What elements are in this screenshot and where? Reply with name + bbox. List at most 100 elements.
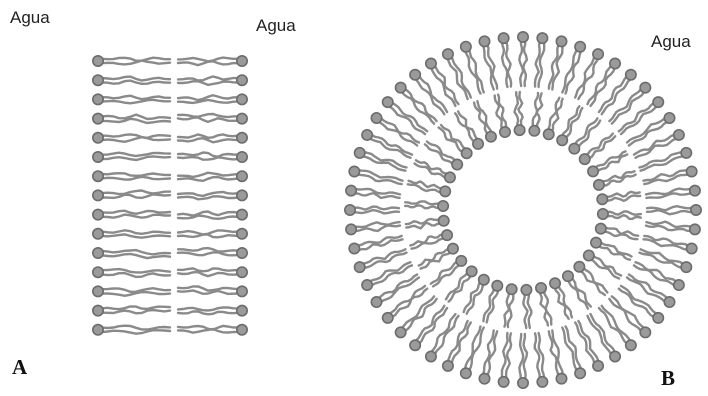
polar-head: [237, 209, 247, 219]
phospholipid: [446, 266, 477, 301]
phospholipid: [93, 248, 170, 258]
polar-head: [93, 248, 103, 258]
lipid-bilayer: [93, 56, 247, 335]
polar-head: [521, 285, 531, 295]
fatty-acid-tail: [102, 292, 170, 296]
polar-head: [626, 70, 636, 80]
polar-head: [479, 373, 489, 383]
phospholipid: [562, 327, 585, 379]
fatty-acid-tail: [433, 265, 460, 286]
polar-head: [575, 42, 585, 52]
polar-head: [674, 280, 684, 290]
polar-head: [456, 256, 466, 266]
fatty-acid-tail: [178, 311, 238, 314]
fatty-acid-tail: [178, 192, 238, 196]
polar-head: [461, 42, 471, 52]
polar-head: [691, 205, 701, 215]
polar-head: [349, 243, 359, 253]
phospholipid: [178, 190, 247, 200]
phospholipid: [93, 209, 170, 219]
phospholipid: [345, 205, 399, 215]
phospholipid: [346, 222, 400, 234]
polar-head: [681, 148, 691, 158]
fatty-acid-tail: [523, 41, 527, 86]
polar-head: [626, 340, 636, 350]
polar-head: [443, 361, 453, 371]
polar-head: [371, 113, 381, 123]
fatty-acid-tail: [372, 135, 412, 155]
fatty-acid-tail: [178, 248, 238, 251]
polar-head: [569, 143, 579, 153]
polar-head: [536, 283, 546, 293]
fatty-acid-tail: [446, 273, 468, 299]
polar-head: [355, 262, 365, 272]
polar-head: [518, 32, 528, 42]
fatty-acid-tail: [519, 334, 523, 379]
fatty-acid-tail: [379, 275, 417, 299]
fatty-acid-tail: [102, 96, 170, 100]
polar-head: [237, 267, 247, 277]
phospholipid: [535, 333, 548, 387]
polar-head: [461, 368, 471, 378]
fatty-acid-tail: [102, 230, 170, 234]
phospholipid: [178, 286, 247, 296]
polar-head: [653, 97, 663, 107]
fatty-acid-tail: [392, 103, 427, 131]
panel-label-b: B: [661, 366, 675, 391]
polar-head: [445, 172, 455, 182]
polar-head: [574, 262, 584, 272]
polar-head: [563, 271, 573, 281]
fatty-acid-tail: [178, 100, 238, 103]
phospholipid: [529, 93, 542, 136]
fatty-acid-tail: [102, 194, 170, 198]
polar-head: [544, 129, 554, 139]
phospholipid: [598, 209, 641, 219]
phospholipid: [178, 229, 247, 239]
phospholipid: [647, 205, 701, 215]
phospholipid: [93, 305, 170, 315]
fatty-acid-tail: [354, 210, 399, 213]
fatty-acid-tail: [102, 58, 170, 61]
fatty-acid-tail: [102, 273, 170, 277]
phospholipid: [93, 94, 170, 104]
fatty-acid-tail: [523, 294, 527, 328]
fatty-acid-tail: [178, 326, 238, 330]
fatty-acid-tail: [431, 314, 455, 352]
phospholipid: [498, 33, 511, 87]
polar-head: [486, 131, 496, 141]
fatty-acid-tail: [178, 308, 238, 311]
fatty-acid-tail: [487, 290, 498, 322]
phospholipid: [535, 33, 548, 87]
polar-head: [93, 286, 103, 296]
polar-head: [93, 113, 103, 123]
phospholipid: [521, 285, 531, 328]
fatty-acid-tail: [102, 61, 170, 65]
fatty-acid-tail: [370, 139, 411, 158]
fatty-acid-tail: [519, 41, 523, 86]
polar-head: [237, 229, 247, 239]
polar-head: [93, 133, 103, 143]
phospholipid: [93, 286, 170, 296]
phospholipid: [415, 160, 456, 182]
polar-head: [237, 133, 247, 143]
polar-head: [537, 377, 547, 387]
phospholipid: [408, 181, 451, 197]
fatty-acid-tail: [354, 207, 399, 210]
polar-head: [93, 209, 103, 219]
fatty-acid-tail: [102, 100, 170, 104]
phospholipid: [591, 237, 632, 259]
phospholipid: [93, 133, 170, 143]
polar-head: [395, 327, 405, 337]
polar-head: [362, 130, 372, 140]
fatty-acid-tail: [405, 201, 439, 204]
phospholipid: [544, 98, 563, 140]
fatty-acid-tail: [178, 196, 238, 199]
polar-head: [461, 148, 471, 158]
panel-label-a: A: [12, 355, 27, 380]
phospholipid: [514, 92, 524, 135]
fatty-acid-tail: [102, 310, 170, 313]
polar-head: [588, 166, 598, 176]
phospholipid: [178, 133, 247, 143]
polar-head: [664, 297, 674, 307]
polar-head: [237, 171, 247, 181]
